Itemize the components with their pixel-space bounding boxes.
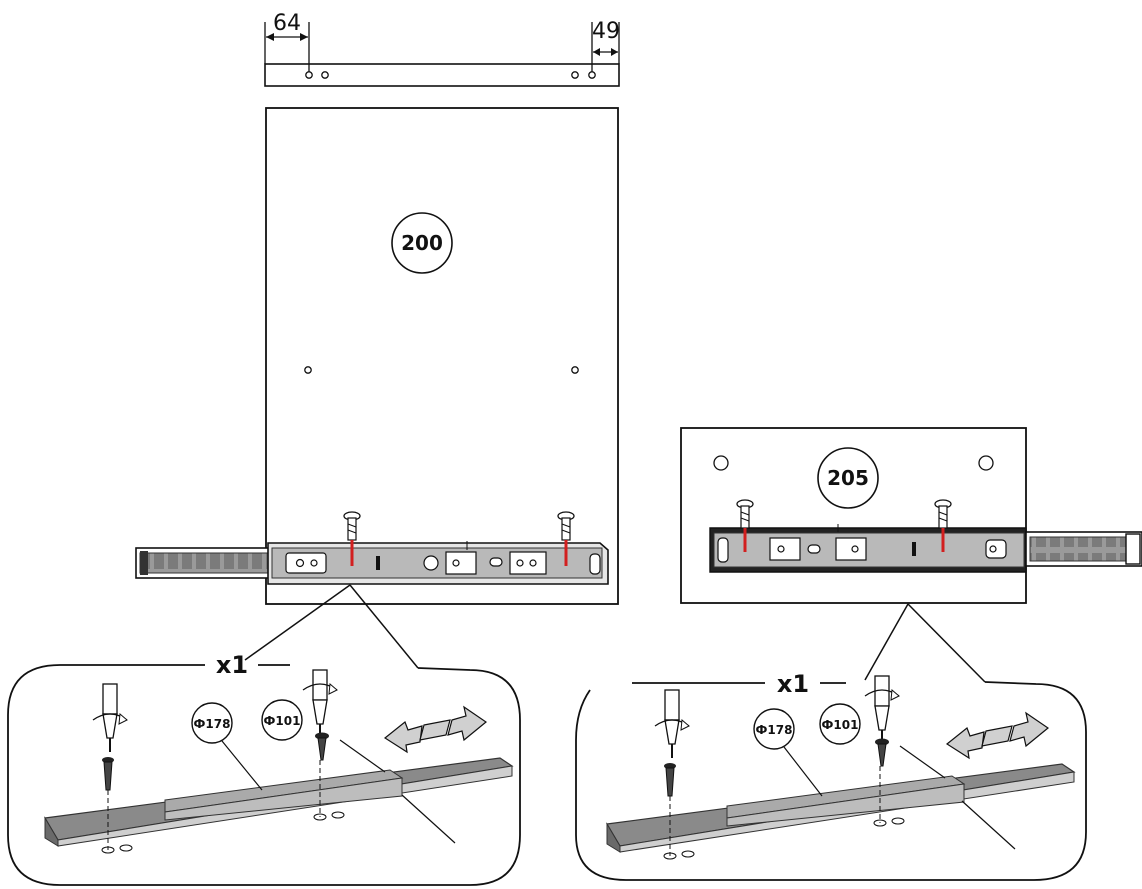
screw-icon [102, 757, 114, 791]
screw-icon [343, 511, 361, 566]
detail-callout-right: x1 [575, 603, 1087, 881]
quantity-label: x1 [777, 670, 809, 698]
dimension-49-label: 49 [592, 19, 620, 44]
screwdriver-icon [864, 675, 900, 740]
panel-200-label: 200 [401, 231, 443, 255]
part-number-badge [817, 447, 879, 509]
screw-part-label: Ф101 [264, 714, 301, 728]
drawer-slide-main [135, 541, 609, 585]
dimension-right: 49 [591, 19, 620, 72]
screwdriver-icon [654, 689, 690, 758]
rail-part-label: Ф178 [756, 723, 793, 737]
top-edge-strip [264, 63, 620, 87]
screw-icon [557, 511, 575, 566]
part-number-badge [391, 212, 453, 274]
screw-icon [875, 738, 889, 767]
quantity-label: x1 [216, 651, 248, 679]
panel-205-label: 205 [827, 466, 869, 490]
screw-icon [664, 763, 676, 797]
detail-callout-left: x1 [7, 584, 521, 886]
panel-200: 200 [265, 107, 619, 605]
screw-part-label: Ф101 [822, 718, 859, 732]
screw-icon [934, 499, 952, 552]
double-arrow-icon [383, 705, 488, 754]
screwdriver-icon [302, 669, 338, 734]
drawer-slide-side [709, 524, 1142, 573]
dimension-left: 64 [264, 11, 310, 72]
screwdriver-icon [92, 683, 128, 752]
screw-icon [736, 499, 754, 552]
rail-part-label: Ф178 [194, 717, 231, 731]
panel-205: 205 [680, 427, 1027, 604]
dimension-64-label: 64 [273, 11, 301, 36]
screw-icon [315, 732, 329, 761]
double-arrow-icon [945, 711, 1050, 760]
